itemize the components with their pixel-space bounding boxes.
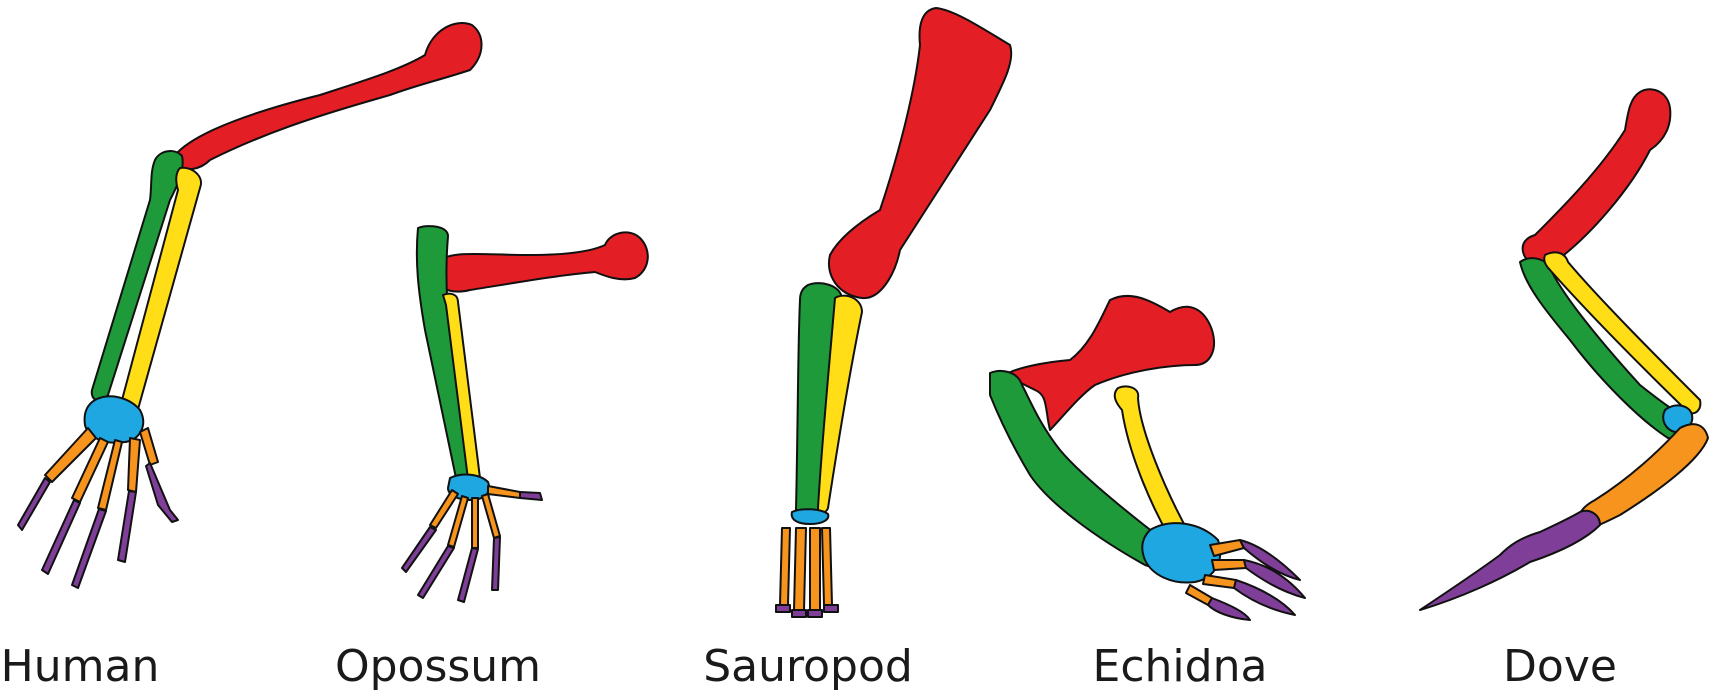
echidna-carpals xyxy=(1142,523,1220,582)
human-metacarpals xyxy=(45,428,158,510)
species-label-dove: Dove xyxy=(1503,645,1617,689)
dove-humerus xyxy=(1523,89,1671,265)
dove-forelimb xyxy=(1420,89,1708,610)
opossum-forelimb xyxy=(402,226,648,602)
dove-metacarpals xyxy=(1578,424,1708,528)
human-humerus xyxy=(178,23,482,169)
species-label-opossum: Opossum xyxy=(335,645,541,689)
sauropod-humerus xyxy=(829,8,1011,298)
human-forelimb xyxy=(18,23,482,588)
species-label-echidna: Echidna xyxy=(1093,645,1268,689)
echidna-forelimb xyxy=(990,296,1305,620)
dove-phalanges xyxy=(1420,511,1600,610)
human-phalanges xyxy=(18,463,178,588)
species-label-sauropod: Sauropod xyxy=(703,645,913,689)
sauropod-forelimb xyxy=(776,8,1011,617)
species-label-human: Human xyxy=(1,645,160,689)
echidna-humerus xyxy=(1005,296,1214,430)
opossum-humerus xyxy=(438,232,648,291)
sauropod-metacarpals xyxy=(780,528,832,610)
sauropod-carpals xyxy=(792,509,829,524)
sauropod-phalanges xyxy=(776,605,838,617)
